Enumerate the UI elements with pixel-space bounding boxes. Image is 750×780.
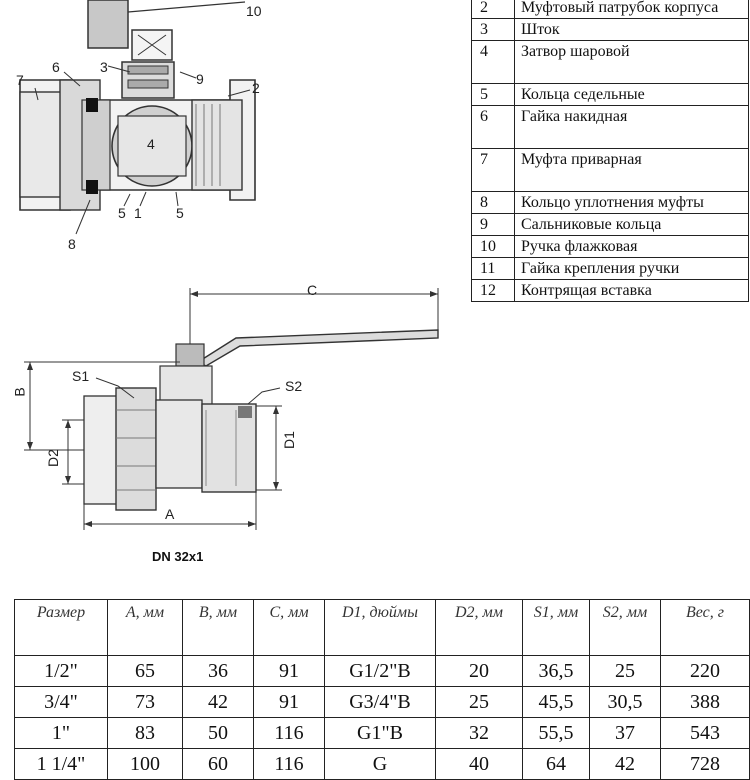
callout-3: 3 xyxy=(100,59,108,75)
dim-label-b: B xyxy=(11,387,28,397)
callout-8: 8 xyxy=(68,236,76,252)
header-b: B, мм xyxy=(182,599,254,656)
dim-label-d2: D2 xyxy=(44,449,61,467)
drawing-caption: DN 32x1 xyxy=(152,549,204,564)
dims-header-row: Размер A, мм B, мм C, мм D1, дюймы D2, м… xyxy=(14,599,750,656)
lever xyxy=(196,329,439,367)
header-weight: Вес, г xyxy=(660,599,750,656)
header-c: C, мм xyxy=(253,599,325,656)
callout-5-left: 5 xyxy=(118,205,126,221)
callout-4: 4 xyxy=(147,136,155,152)
header-s2: S2, мм xyxy=(589,599,661,656)
side-view-drawing xyxy=(24,288,439,530)
header-a: A, мм xyxy=(107,599,183,656)
dim-label-s1: S1 xyxy=(72,368,90,384)
callout-9: 9 xyxy=(196,71,204,87)
callout-5-right: 5 xyxy=(176,205,184,221)
dim-label-c: C xyxy=(307,282,318,298)
handle xyxy=(87,0,129,49)
callout-10: 10 xyxy=(246,3,262,19)
dim-label-s2: S2 xyxy=(285,378,303,394)
sectional-drawing xyxy=(19,0,256,235)
callout-2: 2 xyxy=(252,80,260,96)
header-s1: S1, мм xyxy=(522,599,590,656)
union-nut-s1 xyxy=(115,387,157,511)
end-hex-s2 xyxy=(201,403,257,493)
header-size: Размер xyxy=(14,599,108,656)
callout-6: 6 xyxy=(52,59,60,75)
dim-label-a: A xyxy=(165,506,175,522)
callout-1: 1 xyxy=(134,205,142,221)
header-d1: D1, дюймы xyxy=(324,599,436,656)
header-d2: D2, мм xyxy=(435,599,523,656)
dim-label-d1: D1 xyxy=(280,431,297,449)
callout-7: 7 xyxy=(16,72,24,88)
dimensions-table: Размер A, мм B, мм C, мм D1, дюймы D2, м… xyxy=(14,599,750,780)
